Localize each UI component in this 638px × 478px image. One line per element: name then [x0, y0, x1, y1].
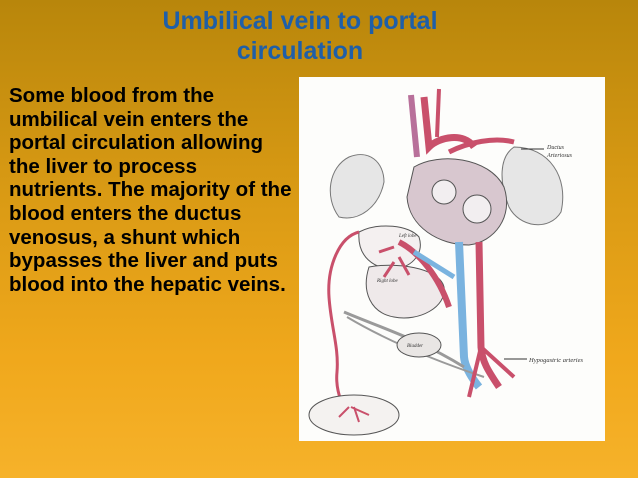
portal-vein-branches — [378, 245, 411, 278]
slide-title: Umbilical vein to portal circulation — [162, 7, 438, 65]
umbilical-vein — [397, 239, 452, 308]
label-bladder: Bladder — [407, 344, 423, 349]
umbilical-arteries — [343, 310, 465, 369]
descending-aorta — [475, 241, 502, 389]
label-ductus: Ductus — [546, 145, 565, 151]
inferior-vena-cava — [455, 241, 483, 390]
right-lung — [501, 146, 564, 226]
ductus-venosus — [412, 249, 456, 280]
ductus-arteriosus-vessel — [447, 137, 515, 155]
umbilical-cord — [327, 230, 360, 424]
iliac-vessels — [467, 345, 516, 398]
slide-body-text: Some blood from the umbilical vein enter… — [9, 84, 292, 296]
heart — [406, 158, 508, 246]
bladder — [396, 332, 442, 358]
placenta — [308, 394, 400, 436]
liver-right-lobe — [365, 264, 445, 319]
aortic-arch — [420, 96, 477, 155]
neck-artery — [435, 88, 441, 138]
label-left-lobe: Left lobe — [398, 234, 417, 239]
label-hypogastric: Hypogastric arteries — [528, 357, 583, 364]
fetal-circulation-diagram: Ductus Arteriosus Left lobe Right lobe B… — [299, 77, 605, 441]
label-arteriosus: Arteriosus — [546, 153, 573, 159]
heart-chamber-left — [431, 179, 457, 205]
placenta-vessels — [338, 406, 370, 423]
superior-vena-cava — [408, 94, 420, 158]
label-right-lobe: Right lobe — [376, 279, 398, 284]
heart-chamber-right — [462, 194, 492, 224]
left-lung — [329, 154, 385, 219]
